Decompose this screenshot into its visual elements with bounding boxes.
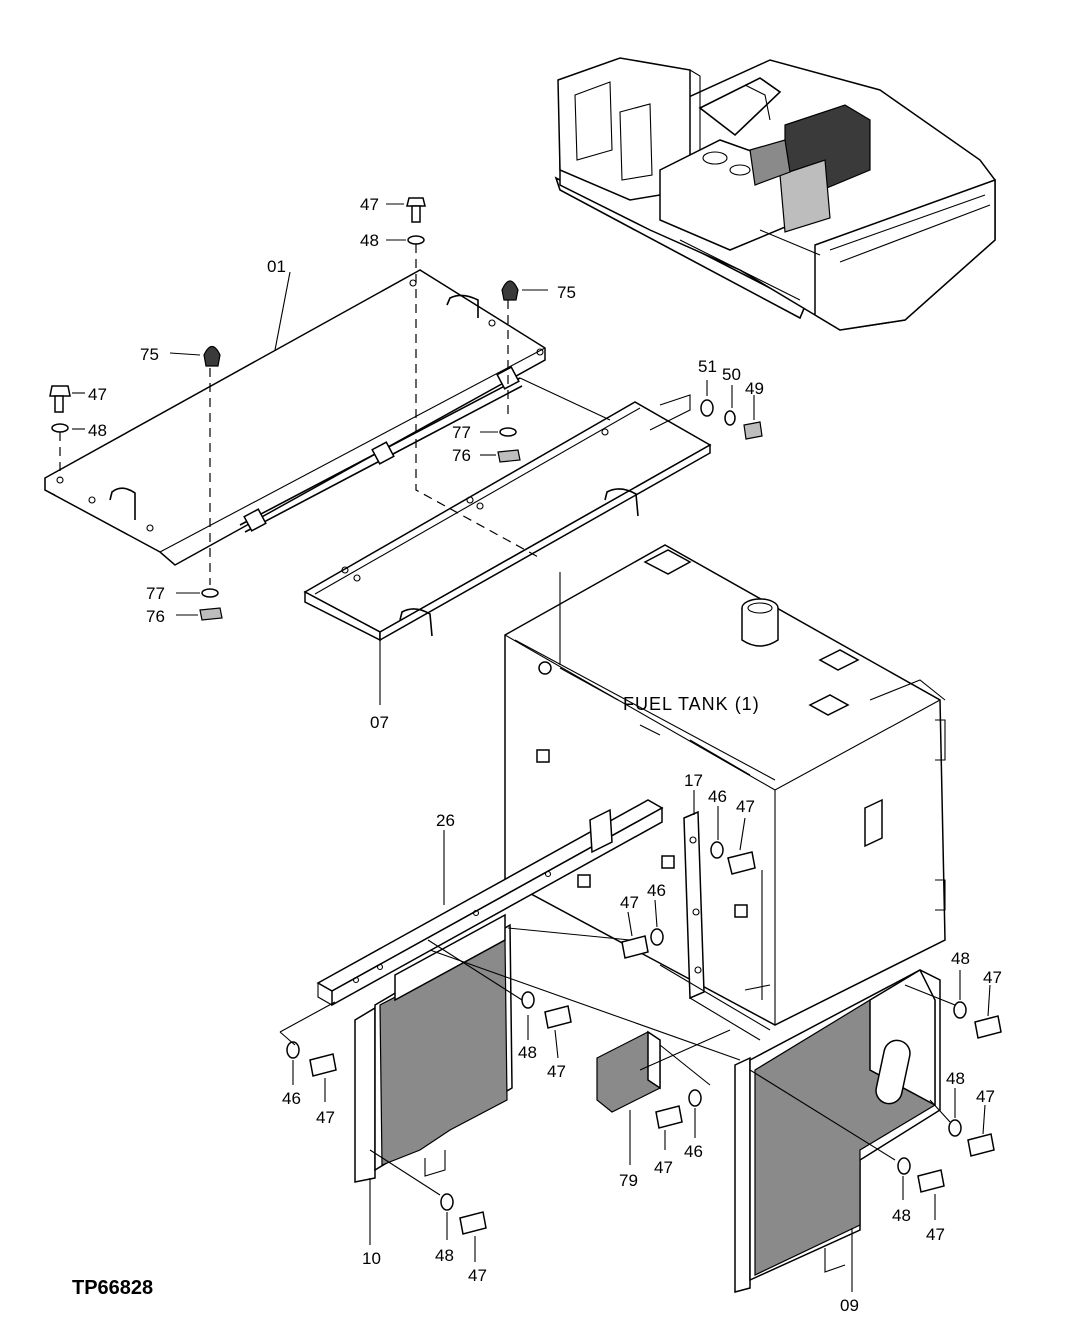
callout-75: 75 [557, 283, 576, 302]
callout-47: 47 [654, 1158, 673, 1177]
callout-77: 77 [146, 584, 165, 603]
fuel-tank-body [504, 544, 946, 1026]
washer-50 [724, 410, 736, 426]
callout-75: 75 [140, 345, 159, 364]
callout-47: 47 [736, 797, 755, 816]
callout-50: 50 [722, 365, 741, 384]
callout-48: 48 [951, 949, 970, 968]
nut-49 [743, 421, 763, 440]
labels: FUEL TANK (1) TP66828 01 07 09 10 17 26 … [72, 195, 1002, 1315]
part-01-top-cover [44, 269, 546, 566]
callout-47: 47 [360, 195, 379, 214]
callout-48: 48 [946, 1069, 965, 1088]
part-17-bracket [683, 810, 705, 1000]
callout-47: 47 [926, 1225, 945, 1244]
part-07-lower-cover [303, 401, 712, 642]
callout-01: 01 [267, 257, 286, 276]
part-26-rail [316, 799, 664, 1007]
cone-75-right [501, 280, 519, 301]
callout-51: 51 [698, 357, 717, 376]
callout-48: 48 [435, 1246, 454, 1265]
callout-07: 07 [370, 713, 389, 732]
callout-10: 10 [362, 1249, 381, 1268]
washer-48-top [407, 235, 425, 245]
callout-47: 47 [316, 1108, 335, 1127]
callout-48: 48 [360, 231, 379, 250]
callout-77: 77 [452, 423, 471, 442]
callout-46: 46 [647, 881, 666, 900]
leader-lines [59, 203, 991, 1292]
callout-79: 79 [619, 1171, 638, 1190]
diagram-code: TP66828 [72, 1277, 153, 1299]
callout-47: 47 [468, 1266, 487, 1285]
callout-46: 46 [684, 1142, 703, 1161]
callout-48: 48 [88, 421, 107, 440]
fasteners [49, 197, 1002, 1235]
callout-47: 47 [620, 893, 639, 912]
callout-46: 46 [708, 787, 727, 806]
callout-47: 47 [88, 385, 107, 404]
callout-76: 76 [146, 607, 165, 626]
part-09-right-panel [734, 968, 941, 1293]
callout-47: 47 [547, 1062, 566, 1081]
excavator-overview-illustration [554, 57, 996, 331]
washer-77-left [201, 588, 219, 598]
bolt-47-left [49, 385, 71, 413]
washer-51 [700, 399, 714, 417]
callout-76: 76 [452, 446, 471, 465]
callout-47: 47 [976, 1087, 995, 1106]
callout-17: 17 [684, 771, 703, 790]
nut-76-right [497, 449, 521, 463]
washer-48-left [51, 423, 69, 433]
part-79-bracket [596, 1030, 661, 1113]
callout-47: 47 [983, 968, 1002, 987]
callout-46: 46 [282, 1089, 301, 1108]
cone-75-left [203, 345, 221, 367]
callout-26: 26 [436, 811, 455, 830]
callout-49: 49 [745, 379, 764, 398]
bolt-47-top [406, 197, 426, 223]
nut-76-left [199, 607, 223, 621]
part-10-left-panel [354, 913, 513, 1183]
washer-77-right [499, 427, 517, 437]
callout-48: 48 [892, 1206, 911, 1225]
callout-09: 09 [840, 1296, 859, 1315]
fuel-tank-label: FUEL TANK (1) [623, 694, 760, 714]
callout-48: 48 [518, 1043, 537, 1062]
